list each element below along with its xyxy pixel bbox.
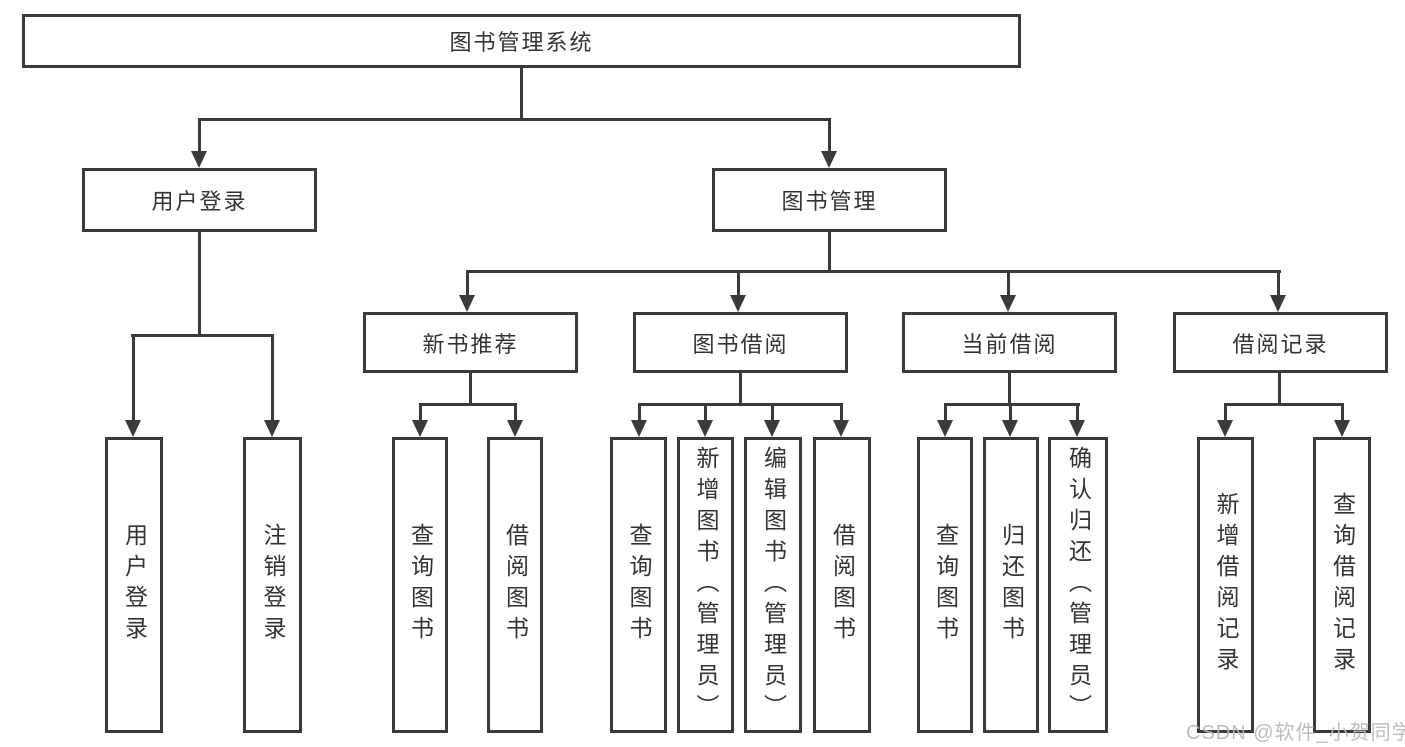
arrowhead-down-icon (1002, 420, 1018, 437)
leaf-add-books-admin: 新增图书（管理员） (677, 437, 734, 733)
leaf-label: 查询图书 (932, 523, 959, 647)
connector-line (828, 118, 831, 155)
connector-line (704, 403, 707, 424)
connector-line (198, 118, 831, 121)
connector-line (514, 403, 517, 424)
node-user-login: 用户登录 (82, 168, 317, 232)
arrowhead-down-icon (191, 151, 207, 168)
leaf-query-books: 查询图书 (610, 437, 667, 733)
node-book-borrow: 图书借阅 (633, 312, 848, 373)
connector-line (840, 403, 843, 424)
arrowhead-down-icon (937, 420, 953, 437)
leaf-confirm-return-admin: 确认归还（管理员） (1048, 437, 1108, 733)
connector-line (466, 270, 1281, 273)
arrowhead-down-icon (697, 420, 713, 437)
connector-line (1224, 403, 1344, 406)
leaf-label: 归还图书 (998, 523, 1025, 647)
connector-line (1007, 270, 1010, 298)
node-label: 图书管理系统 (449, 30, 594, 55)
node-label: 图书管理 (781, 189, 878, 214)
arrowhead-down-icon (1000, 295, 1016, 312)
arrowhead-down-icon (1334, 420, 1350, 437)
leaf-label: 确认归还（管理员） (1065, 445, 1092, 725)
leaf-label: 新增图书（管理员） (693, 445, 719, 725)
connector-line (198, 232, 201, 337)
connector-line (271, 334, 274, 424)
node-new-book-recommend: 新书推荐 (363, 312, 578, 373)
connector-line (771, 403, 774, 424)
node-label: 新书推荐 (422, 331, 519, 357)
leaf-label: 注销登录 (260, 523, 286, 647)
connector-line (1076, 403, 1079, 424)
connector-line (1278, 373, 1281, 406)
leaf-query-books: 查询图书 (392, 437, 448, 733)
connector-line (638, 403, 843, 406)
arrowhead-down-icon (507, 420, 523, 437)
connector-line (1224, 403, 1227, 424)
connector-line (638, 403, 641, 424)
connector-line (944, 403, 1080, 406)
leaf-user-login: 用户登录 (105, 437, 163, 733)
node-label: 图书借阅 (692, 331, 789, 357)
arrowhead-down-icon (1217, 420, 1233, 437)
connector-line (737, 270, 740, 298)
leaf-label: 查询图书 (407, 523, 434, 647)
node-borrow-records: 借阅记录 (1173, 312, 1388, 373)
leaf-borrow-books: 借阅图书 (813, 437, 871, 733)
node-label: 借阅记录 (1232, 331, 1329, 357)
leaf-label: 查询借阅记录 (1329, 492, 1356, 678)
leaf-query-books: 查询图书 (917, 437, 973, 733)
connector-line (419, 403, 422, 424)
connector-line (739, 373, 742, 406)
connector-line (466, 270, 469, 298)
arrowhead-down-icon (125, 420, 141, 437)
arrowhead-down-icon (1270, 295, 1286, 312)
leaf-label: 借阅图书 (829, 523, 856, 647)
csdn-watermark: CSDN @软件_小贺同学 (1186, 722, 1405, 744)
node-book-management: 图书管理 (712, 168, 947, 232)
arrowhead-down-icon (264, 420, 280, 437)
leaf-label: 用户登录 (121, 523, 148, 647)
arrowhead-down-icon (631, 420, 647, 437)
leaf-label: 查询图书 (626, 523, 652, 647)
leaf-label: 编辑图书（管理员） (760, 445, 787, 725)
arrowhead-down-icon (412, 420, 428, 437)
arrowhead-down-icon (764, 420, 780, 437)
connector-line (131, 334, 273, 337)
leaf-logout: 注销登录 (243, 437, 302, 733)
connector-line (944, 403, 947, 424)
leaf-borrow-books: 借阅图书 (487, 437, 543, 733)
connector-line (469, 373, 472, 406)
leaf-query-borrow-record: 查询借阅记录 (1313, 437, 1371, 733)
arrowhead-down-icon (1069, 420, 1085, 437)
arrowhead-down-icon (459, 295, 475, 312)
connector-line (1008, 373, 1011, 406)
connector-line (1009, 403, 1012, 424)
connector-line (198, 118, 201, 155)
leaf-label: 新增借阅记录 (1213, 492, 1239, 678)
connector-line (1277, 270, 1280, 298)
arrowhead-down-icon (833, 420, 849, 437)
leaf-label: 借阅图书 (502, 523, 529, 647)
connector-line (132, 334, 135, 424)
leaf-add-borrow-record: 新增借阅记录 (1197, 437, 1254, 733)
connector-line (419, 403, 517, 406)
connector-line (828, 232, 831, 273)
connector-line (1341, 403, 1344, 424)
leaf-edit-books-admin: 编辑图书（管理员） (744, 437, 802, 733)
node-current-borrow: 当前借阅 (902, 312, 1117, 373)
connector-line (520, 66, 523, 119)
node-label: 当前借阅 (961, 331, 1058, 357)
leaf-return-books: 归还图书 (983, 437, 1039, 733)
arrowhead-down-icon (730, 295, 746, 312)
node-label: 用户登录 (151, 189, 248, 214)
arrowhead-down-icon (821, 151, 837, 168)
node-library-management-system: 图书管理系统 (22, 14, 1021, 68)
